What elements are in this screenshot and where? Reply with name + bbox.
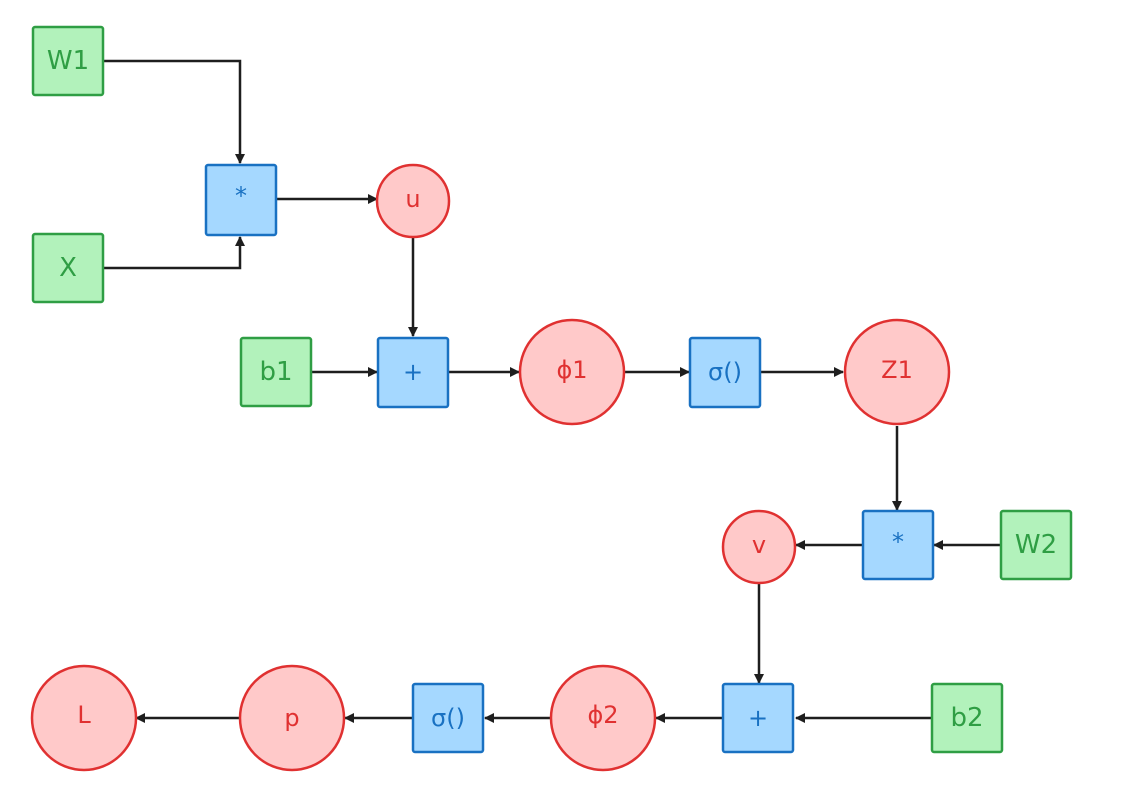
- node-phi2-label: ϕ2: [587, 701, 618, 729]
- node-p[interactable]: p: [238, 664, 346, 772]
- node-sigma1-label: σ(): [708, 358, 742, 386]
- node-mul1[interactable]: *: [204, 163, 278, 237]
- node-v[interactable]: v: [721, 509, 797, 585]
- node-z1-circle: [843, 318, 951, 426]
- node-x-box: [31, 232, 105, 304]
- node-mul2[interactable]: *: [861, 509, 935, 581]
- node-u-label: u: [405, 185, 420, 213]
- node-add1[interactable]: +: [376, 336, 450, 409]
- node-v-circle: [721, 509, 797, 585]
- node-p-circle: [238, 664, 346, 772]
- node-z1[interactable]: Z1: [843, 318, 951, 426]
- node-add2-box: [721, 682, 795, 754]
- edges: [104, 59, 1000, 723]
- node-sigma2-label: σ(): [431, 704, 465, 732]
- node-w2-box: [999, 509, 1073, 581]
- node-b2-label: b2: [950, 703, 983, 733]
- node-mul2-label: *: [892, 528, 904, 556]
- node-sigma2[interactable]: σ(): [411, 682, 485, 754]
- node-phi1-circle: [518, 318, 626, 426]
- node-sigma2-box: [411, 682, 485, 754]
- node-phi1-label: ϕ1: [556, 356, 587, 384]
- node-w1-box: [31, 25, 105, 97]
- edge-w1-to-mul1: [104, 59, 245, 164]
- node-mul1-box: [204, 163, 278, 237]
- node-l-label: L: [77, 701, 91, 729]
- node-b2[interactable]: b2: [930, 682, 1004, 754]
- node-z1-label: Z1: [881, 356, 913, 384]
- node-u[interactable]: u: [375, 163, 451, 239]
- node-u-circle: [375, 163, 451, 239]
- edge-x-to-mul1: [104, 236, 245, 270]
- node-x[interactable]: X: [31, 232, 105, 304]
- node-w2[interactable]: W2: [999, 509, 1073, 581]
- node-l-circle: [30, 664, 138, 772]
- node-w2-label: W2: [1015, 530, 1057, 560]
- node-phi2-circle: [549, 664, 657, 772]
- node-v-label: v: [752, 531, 766, 559]
- node-mul1-label: *: [235, 182, 247, 210]
- node-sigma1-box: [688, 336, 762, 409]
- node-phi1[interactable]: ϕ1: [518, 318, 626, 426]
- node-phi2[interactable]: ϕ2: [549, 664, 657, 772]
- node-b2-box: [930, 682, 1004, 754]
- node-w1-label: W1: [47, 46, 89, 76]
- node-l[interactable]: L: [30, 664, 138, 772]
- node-b1[interactable]: b1: [239, 336, 313, 408]
- node-p-label: p: [284, 704, 299, 732]
- node-add2-label: +: [748, 704, 768, 732]
- node-b1-box: [239, 336, 313, 408]
- node-x-label: X: [59, 253, 77, 283]
- node-add1-box: [376, 336, 450, 409]
- node-b1-label: b1: [259, 357, 292, 387]
- node-add1-label: +: [403, 358, 423, 386]
- node-w1[interactable]: W1: [31, 25, 105, 97]
- node-sigma1[interactable]: σ(): [688, 336, 762, 409]
- node-mul2-box: [861, 509, 935, 581]
- node-add2[interactable]: +: [721, 682, 795, 754]
